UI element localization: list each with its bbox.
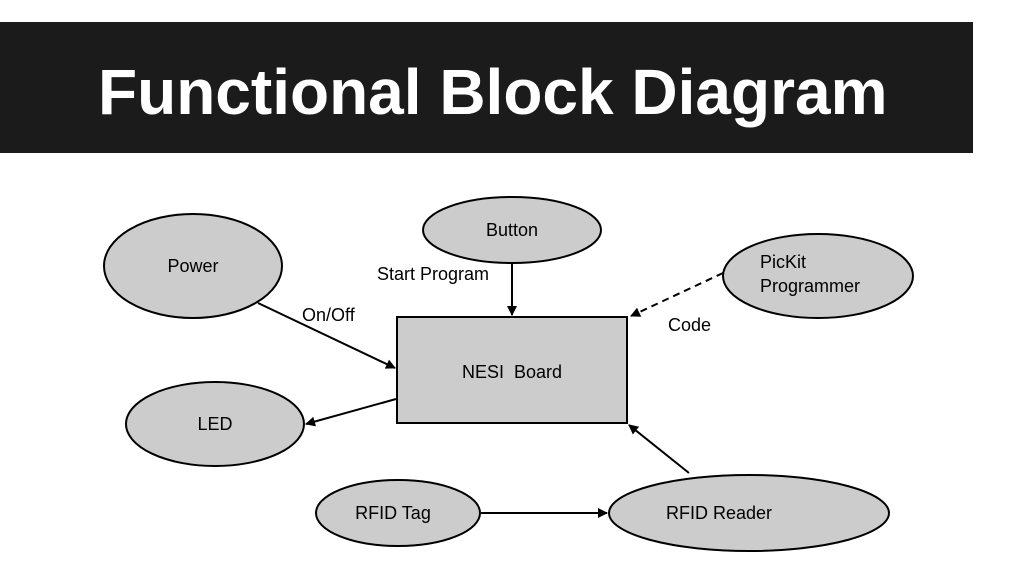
power-ellipse [103,213,283,319]
rfid-reader-ellipse [608,474,890,552]
node-power: Power [103,213,283,319]
node-button: Button [422,196,602,264]
rfid-tag-ellipse [315,479,481,547]
edge-pickit-to-board [630,272,724,317]
button-ellipse [422,196,602,264]
node-pickit-label-line2: Programmer [760,276,860,296]
edge-label-on-off: On/Off [302,305,356,325]
node-rfid-reader-label: RFID Reader [666,503,772,523]
edge-label-code: Code [668,315,711,335]
node-rfid-tag-label: RFID Tag [355,503,431,523]
node-led: LED [125,381,305,467]
node-pickit-programmer: PicKit Programmer [722,233,914,319]
edge-board-to-led [305,398,397,427]
led-ellipse [125,381,305,467]
edge-reader-to-board [628,424,690,474]
node-rfid-tag: RFID Tag [315,479,481,547]
pickit-ellipse [722,233,914,319]
page-title: Functional Block Diagram [98,56,888,128]
node-nesi-board: NESI Board [396,316,628,424]
edge-power-to-board [257,302,396,369]
node-rfid-reader: RFID Reader [608,474,890,552]
node-power-label: Power [167,256,218,276]
title-bar [0,22,973,153]
edge-label-start-program: Start Program [377,264,489,284]
nesi-board-rect [396,316,628,424]
node-pickit-label-line1: PicKit [760,252,806,272]
node-nesi-board-label: NESI Board [462,362,562,382]
node-button-label: Button [486,220,538,240]
node-led-label: LED [197,414,232,434]
